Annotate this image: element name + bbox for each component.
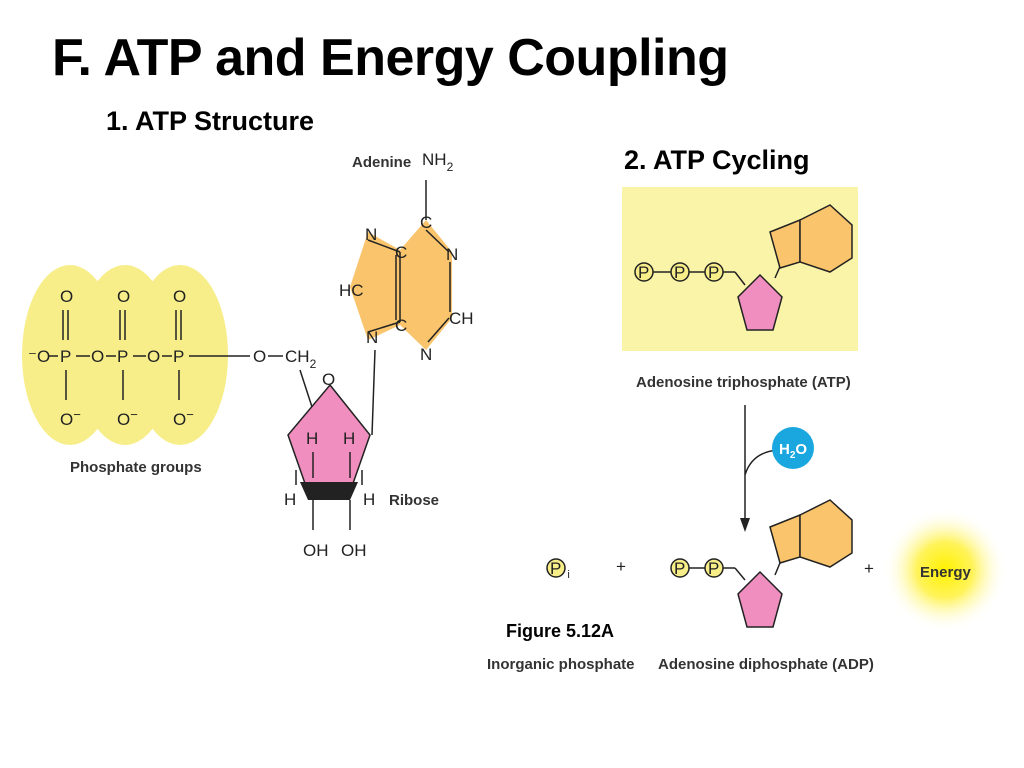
atp-ribose bbox=[737, 273, 783, 331]
ribose-label: Ribose bbox=[389, 492, 439, 509]
inorganic-phosphate-label: Inorganic phosphate bbox=[487, 656, 635, 673]
ribose-h-2: H bbox=[343, 429, 355, 448]
adenine-c-2: C bbox=[395, 316, 407, 335]
ribose-h-1: H bbox=[306, 429, 318, 448]
adenine-n-1: N bbox=[365, 225, 377, 244]
section-heading-structure: 1. ATP Structure bbox=[106, 106, 315, 136]
double-bond-1 bbox=[62, 310, 69, 340]
atp-adenine-six bbox=[799, 204, 853, 273]
ribose-oxygen: O bbox=[322, 370, 335, 389]
ribose-h-4: H bbox=[363, 490, 375, 509]
adenine-n-3: N bbox=[366, 328, 378, 347]
adenine-hc: HC bbox=[339, 281, 364, 300]
pi-phosphate bbox=[546, 558, 566, 578]
adenine-c-top: C bbox=[420, 213, 432, 232]
adenine-n-4: N bbox=[420, 345, 432, 364]
double-bond-3 bbox=[175, 310, 182, 340]
atom-o-minus-1: O− bbox=[60, 407, 81, 429]
atp-molecule: P P P bbox=[634, 204, 853, 331]
adenine-label: Adenine bbox=[352, 154, 411, 171]
atom-o-minus-left: ⁻O bbox=[28, 347, 50, 366]
atom-o-minus-3: O− bbox=[173, 407, 194, 429]
atp-phosphate-2 bbox=[670, 262, 690, 282]
atom-o-bridge-1: O bbox=[91, 347, 104, 366]
atp-structure: O O O ⁻O P O P O P O CH2 O− O− O− Phosph… bbox=[22, 150, 474, 560]
atp-phosphate-3 bbox=[704, 262, 724, 282]
figure-label: Figure 5.12A bbox=[506, 621, 615, 641]
adp-label: Adenosine diphosphate (ADP) bbox=[658, 656, 874, 673]
adp-phosphate-2 bbox=[704, 558, 724, 578]
adenine-bonds bbox=[367, 180, 451, 343]
ribose-oh-2: OH bbox=[341, 541, 367, 560]
atom-p-1: P bbox=[60, 347, 71, 366]
ribose-oh-1: OH bbox=[303, 541, 329, 560]
ribose-h-3: H bbox=[284, 490, 296, 509]
ribose-ring-base bbox=[300, 482, 358, 500]
adenine-c-1: C bbox=[395, 243, 407, 262]
phosphate-highlight-3 bbox=[132, 265, 228, 445]
atom-ch2: CH2 bbox=[285, 347, 317, 371]
bond-ch2-ribose bbox=[299, 369, 314, 411]
adp-p-2: P bbox=[708, 559, 719, 578]
atp-p-2: P bbox=[674, 263, 685, 282]
section-heading-cycling: 2. ATP Cycling bbox=[624, 145, 810, 175]
atp-p-1: P bbox=[638, 263, 649, 282]
double-bond-2 bbox=[119, 310, 126, 340]
atom-o-ester: O bbox=[253, 347, 266, 366]
water-bubble bbox=[772, 427, 814, 469]
phosphate-groups-label: Phosphate groups bbox=[70, 459, 202, 476]
energy-label: Energy bbox=[920, 564, 972, 581]
adenine-nh2: NH2 bbox=[422, 150, 454, 174]
adp-ribose bbox=[737, 570, 783, 628]
atom-p-2: P bbox=[117, 347, 128, 366]
atom-o-top-1: O bbox=[60, 287, 73, 306]
adenine-five-ring bbox=[350, 232, 400, 340]
adenine-six-ring bbox=[400, 220, 452, 350]
energy-glow bbox=[883, 508, 1007, 632]
reaction-arrow bbox=[744, 405, 779, 522]
adp-phosphate-1 bbox=[670, 558, 690, 578]
adp-adenine-six bbox=[799, 499, 853, 568]
plus-sign-2: + bbox=[864, 559, 874, 578]
adp-adenine-five bbox=[769, 513, 801, 564]
atom-o-minus-2: O− bbox=[117, 407, 138, 429]
adp-molecule: P P bbox=[670, 499, 853, 628]
atp-phosphate-1 bbox=[634, 262, 654, 282]
atp-cycling: P P P Adenosine triphosphate (ATP) H2O P… bbox=[487, 187, 1007, 673]
atom-p-3: P bbox=[173, 347, 184, 366]
ribose-lower-bonds bbox=[295, 470, 363, 530]
atp-label: Adenosine triphosphate (ATP) bbox=[636, 374, 851, 391]
ribose-ring bbox=[287, 383, 371, 493]
ribose-h-bonds bbox=[312, 452, 351, 478]
adenine-ch: CH bbox=[449, 309, 474, 328]
adenine-n-2: N bbox=[446, 245, 458, 264]
atom-o-top-2: O bbox=[117, 287, 130, 306]
atp-p-3: P bbox=[708, 263, 719, 282]
single-bond-down bbox=[65, 370, 180, 400]
slide-title: F. ATP and Energy Coupling bbox=[52, 29, 729, 87]
arrow-head bbox=[740, 518, 750, 532]
bond-glycosidic bbox=[371, 349, 376, 436]
adp-p-1: P bbox=[674, 559, 685, 578]
water-formula: H2O bbox=[779, 441, 807, 461]
atom-o-top-3: O bbox=[173, 287, 186, 306]
plus-sign-1: + bbox=[616, 557, 626, 576]
atom-o-bridge-2: O bbox=[147, 347, 160, 366]
